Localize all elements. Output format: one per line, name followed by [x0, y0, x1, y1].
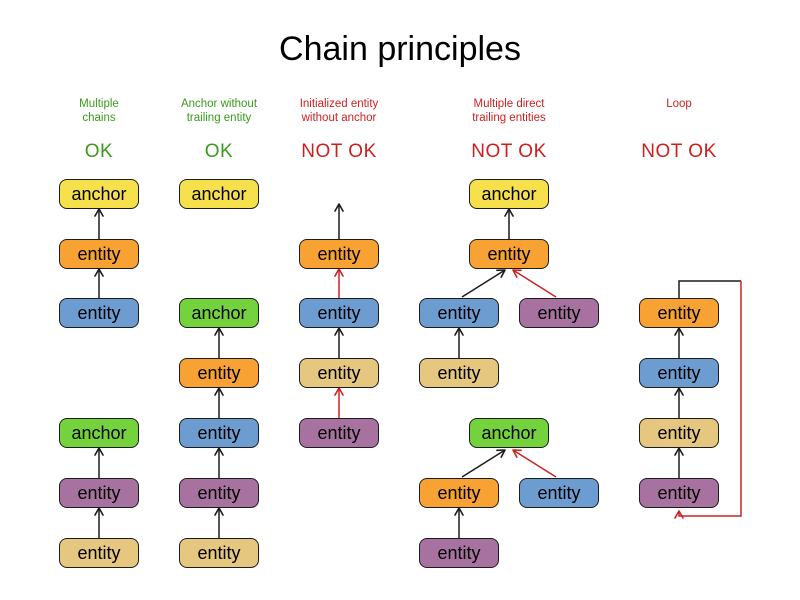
- entity-node: entity: [59, 478, 139, 508]
- column-header-line: Initialized entity: [299, 98, 379, 110]
- entity-node: entity: [59, 298, 139, 328]
- anchor-node: anchor: [59, 179, 139, 209]
- entity-node: entity: [299, 298, 379, 328]
- entity-node: entity: [419, 538, 499, 568]
- entity-node: entity: [639, 358, 719, 388]
- invalid-reference-arrow: [512, 449, 557, 478]
- loop-arrow-segment: [674, 281, 742, 519]
- chain-reference-arrow: [461, 449, 506, 478]
- entity-node: entity: [419, 358, 499, 388]
- column-header-anchor-without-trailing-entity: Anchor without trailing entity: [144, 97, 294, 125]
- entity-node: entity: [469, 239, 549, 269]
- status-label-multiple-direct-trailing-entities: NOT OK: [471, 141, 547, 162]
- entity-node: entity: [639, 418, 719, 448]
- status-label-multiple-chains: OK: [84, 141, 114, 162]
- entity-node: entity: [639, 298, 719, 328]
- column-header-line: Loop: [666, 98, 692, 110]
- anchor-node: anchor: [179, 179, 259, 209]
- column-header-initialized-entity-without-anchor: Initialized entity without anchor: [264, 97, 414, 125]
- anchor-node: anchor: [469, 418, 549, 448]
- entity-node: entity: [299, 358, 379, 388]
- entity-node: entity: [419, 298, 499, 328]
- entity-node: entity: [59, 239, 139, 269]
- status-label-initialized-entity-without-anchor: NOT OK: [301, 141, 377, 162]
- column-header-multiple-direct-trailing-entities: Multiple direct trailing entities: [434, 97, 584, 125]
- entity-node: entity: [179, 538, 259, 568]
- anchor-node: anchor: [469, 179, 549, 209]
- anchor-node: anchor: [59, 418, 139, 448]
- column-header-line: without anchor: [301, 112, 377, 124]
- chain-reference-arrow: [461, 269, 506, 298]
- entity-node: entity: [179, 358, 259, 388]
- column-header-multiple-chains: Multiple chains: [24, 97, 174, 125]
- column-header-line: chains: [82, 112, 116, 124]
- column-header-line: trailing entities: [472, 112, 546, 124]
- entity-node: entity: [179, 418, 259, 448]
- column-header-line: trailing entity: [186, 112, 252, 124]
- status-label-loop: NOT OK: [641, 141, 717, 162]
- column-header-line: Multiple direct: [473, 98, 545, 110]
- invalid-reference-arrow: [512, 269, 557, 298]
- status-label-anchor-without-trailing-entity: OK: [204, 141, 234, 162]
- loop-arrow-segment: [678, 280, 741, 298]
- entity-node: entity: [519, 478, 599, 508]
- entity-node: entity: [299, 418, 379, 448]
- column-header-line: Anchor without: [180, 98, 258, 110]
- entity-node: entity: [519, 298, 599, 328]
- entity-node: entity: [639, 478, 719, 508]
- entity-node: entity: [179, 478, 259, 508]
- entity-node: entity: [419, 478, 499, 508]
- entity-node: entity: [59, 538, 139, 568]
- entity-node: entity: [299, 239, 379, 269]
- page-title: Chain principles: [279, 30, 521, 68]
- column-header-line: Multiple: [79, 98, 119, 110]
- column-header-loop: Loop: [604, 97, 754, 111]
- anchor-node: anchor: [179, 298, 259, 328]
